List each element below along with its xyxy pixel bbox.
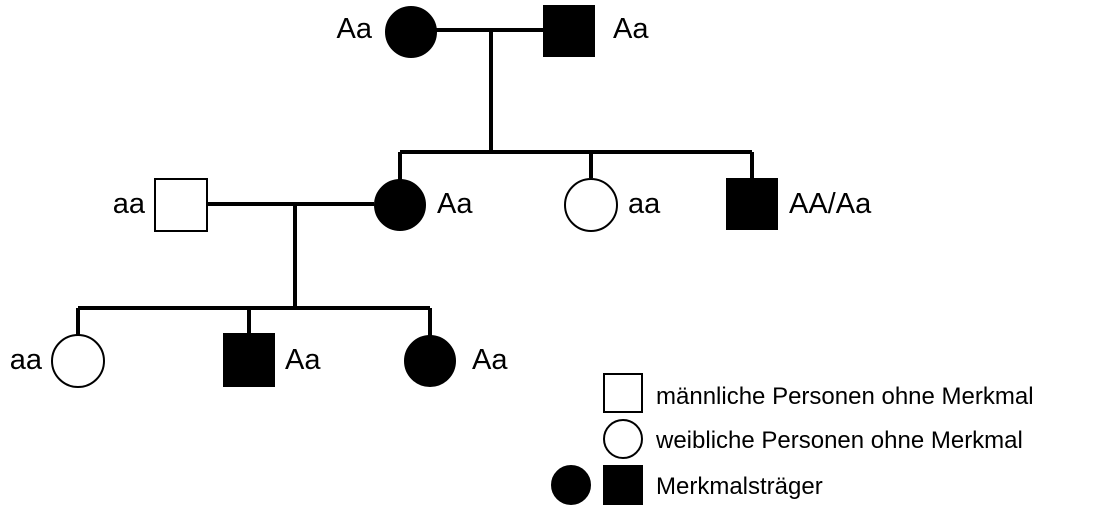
gen3-son-genotype: Aa	[285, 344, 321, 376]
gen1-female-symbol	[385, 6, 437, 58]
gen3-daughter-2-genotype: Aa	[472, 344, 508, 376]
gen3-daughter-1: aa	[10, 334, 105, 388]
gen3-son-symbol	[223, 333, 275, 387]
gen3-daughter-1-genotype: aa	[10, 344, 43, 376]
legend-male-unaffected-label: männliche Personen ohne Merkmal	[656, 383, 1034, 410]
gen2-daughter-1-symbol	[374, 179, 426, 231]
gen2-spouse-male: aa	[113, 178, 208, 232]
gen1-female-genotype: Aa	[337, 13, 373, 45]
gen2-son: AA/Aa	[726, 178, 872, 230]
legend-affected-female-icon	[551, 465, 591, 505]
gen2-son-symbol	[726, 178, 778, 230]
legend-female-unaffected-label: weibliche Personen ohne Merkmal	[655, 427, 1023, 454]
gen1-male-symbol	[543, 5, 595, 57]
gen1-female: Aa	[337, 6, 437, 58]
gen2-daughter-2-genotype: aa	[628, 188, 661, 220]
gen2-spouse-male-symbol	[154, 178, 208, 232]
gen3-daughter-2-symbol	[404, 335, 456, 387]
legend-male-unaffected-icon	[603, 373, 643, 413]
gen2-spouse-male-genotype: aa	[113, 188, 146, 220]
gen2-daughter-2: aa	[564, 178, 661, 232]
gen2-son-genotype: AA/Aa	[789, 188, 872, 220]
legend-female-unaffected-icon	[603, 419, 643, 459]
gen1-male: Aa	[543, 5, 649, 57]
gen2-daughter-1-genotype: Aa	[437, 188, 473, 220]
gen2-daughter-1: Aa	[374, 179, 473, 231]
legend: männliche Personen ohne Merkmal weiblich…	[551, 373, 1034, 505]
legend-affected-label: Merkmalsträger	[656, 473, 823, 500]
gen3-daughter-1-symbol	[51, 334, 105, 388]
gen3-daughter-2: Aa	[404, 335, 508, 387]
pedigree-lines	[76, 28, 754, 336]
legend-affected-male-icon	[603, 465, 643, 505]
gen2-daughter-2-symbol	[564, 178, 618, 232]
gen3-son: Aa	[223, 333, 321, 387]
gen1-male-genotype: Aa	[613, 13, 649, 45]
